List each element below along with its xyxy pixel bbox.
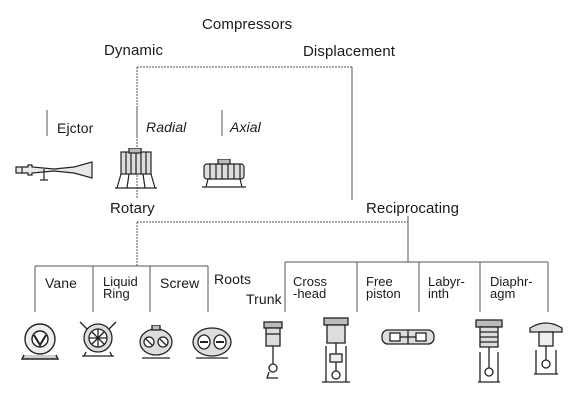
ejector-label: Ejctor <box>57 120 94 136</box>
dynamic-label: Dynamic <box>104 42 164 59</box>
roots-label: Roots <box>214 271 252 287</box>
liquid-ring-compressor-icon <box>79 321 117 357</box>
crosshead-label: Cross-head <box>293 274 327 301</box>
trunk-piston-compressor-icon <box>263 321 283 379</box>
radial-label: Radial <box>146 119 187 135</box>
vane-label: Vane <box>45 275 78 291</box>
vane-compressor-icon <box>20 323 60 360</box>
displacement-label: Displacement <box>303 43 396 60</box>
axial-label: Axial <box>230 119 261 135</box>
radial-compressor-icon <box>115 148 157 189</box>
labyrinth-compressor-icon <box>475 319 503 383</box>
trunk-label: Trunk <box>246 291 282 307</box>
diaphragm-compressor-icon <box>529 322 563 375</box>
roots-blower-icon <box>192 327 232 359</box>
labyrinth-label: Labyr-inth <box>428 274 465 301</box>
screw-compressor-icon <box>139 325 173 359</box>
screw-label: Screw <box>160 275 200 291</box>
axial-compressor-icon <box>202 159 246 188</box>
diagram-title: Compressors <box>202 16 293 33</box>
free-piston-compressor-icon <box>381 329 435 345</box>
rotary-label: Rotary <box>110 200 155 217</box>
crosshead-compressor-icon <box>322 317 350 383</box>
diaphragm-label: Diaphr-agm <box>490 274 533 301</box>
reciprocating-label: Reciprocating <box>366 200 460 217</box>
ejector-icon <box>15 161 93 181</box>
